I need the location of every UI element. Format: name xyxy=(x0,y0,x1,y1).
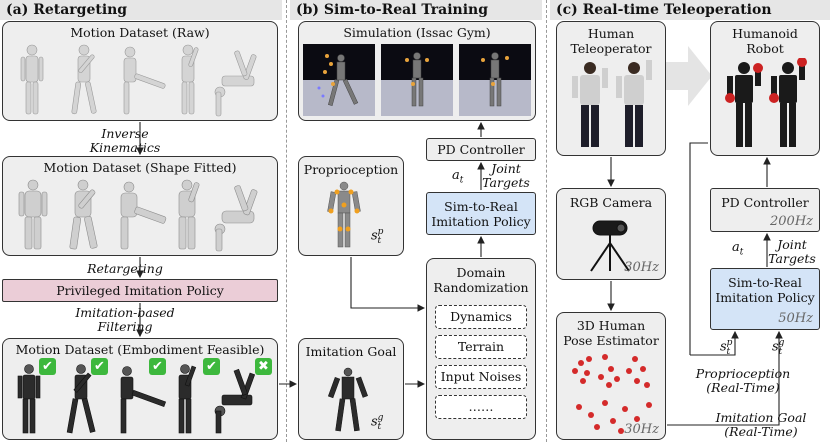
policy-line1-real: Sim-to-Real xyxy=(728,275,802,290)
domain-randomization-line2: Randomization xyxy=(433,280,529,295)
robot-figures xyxy=(17,364,256,434)
goal-symbol-sim: sgt xyxy=(371,413,384,432)
infeasible-cross-icon: ✖ xyxy=(255,358,272,375)
pose-keypoints xyxy=(572,354,652,434)
joint-targets-label-sim: Joint Targets xyxy=(476,162,536,190)
section-divider xyxy=(286,0,287,442)
pose-estimator-frequency: 30Hz xyxy=(624,422,659,437)
humanoid-robot-line2: Robot xyxy=(746,41,784,56)
imitation-goal-box-sim: Imitation Goal sgt xyxy=(298,338,404,440)
proprio-symbol-real: spt xyxy=(720,338,733,357)
human-teleoperator-line1: Human xyxy=(587,26,635,41)
joint-line2-real: Targets xyxy=(768,251,816,266)
sim2real-policy-box-real: Sim-to-Real Imitation Policy 50Hz xyxy=(710,268,820,330)
humanoid-robot-box: Humanoid Robot xyxy=(710,21,820,156)
pose-estimator-line2: Pose Estimator xyxy=(563,333,659,348)
joint-line1-real: Joint xyxy=(777,237,807,252)
motion-dataset-raw-title: Motion Dataset (Raw) xyxy=(70,25,210,40)
pose-estimator-line1: 3D Human xyxy=(576,318,646,333)
section-header-sim2real: (b) Sim-to-Real Training xyxy=(290,0,542,20)
dr-item-ellipsis: …… xyxy=(435,395,527,419)
humanoid-robot-photo xyxy=(725,58,807,147)
rgb-camera-title: RGB Camera xyxy=(569,195,653,210)
sim2real-policy-box-train: Sim-to-Real Imitation Policy xyxy=(426,192,536,235)
proprioception-title-sim: Proprioception xyxy=(303,162,399,177)
section-header-teleop: (c) Real-time Teleoperation xyxy=(550,0,830,20)
big-gray-arrow xyxy=(666,46,712,106)
raw-human-figures xyxy=(20,44,257,117)
pd-controller-title-real: PD Controller xyxy=(721,195,809,210)
pd-controller-box-real: PD Controller 200Hz xyxy=(710,188,820,232)
action-symbol-real: at xyxy=(732,240,744,258)
humanoid-robot-line1: Humanoid xyxy=(732,26,798,41)
feasible-check-icon: ✔ xyxy=(39,358,56,375)
dr-item-dynamics: Dynamics xyxy=(435,305,527,329)
policy-line2-train: Imitation Policy xyxy=(431,214,531,229)
pd-controller-frequency: 200Hz xyxy=(770,214,813,229)
policy-frequency: 50Hz xyxy=(778,311,813,326)
goal-line2-real: (Real-Time) xyxy=(724,424,798,439)
policy-line1-train: Sim-to-Real xyxy=(444,199,518,214)
section-header-retargeting: (a) Retargeting xyxy=(0,0,282,20)
proprio-line1-real: Proprioception xyxy=(695,366,791,381)
policy-line2-real: Imitation Policy xyxy=(715,290,815,305)
motion-dataset-fitted-box: Motion Dataset (Shape Fitted) xyxy=(2,156,278,256)
pd-controller-title-sim: PD Controller xyxy=(437,142,525,157)
rgb-camera-box: RGB Camera 30Hz xyxy=(556,188,666,280)
fitted-human-figures xyxy=(18,179,258,252)
simulation-box: Simulation (Issac Gym) xyxy=(298,21,536,121)
domain-randomization-line1: Domain xyxy=(456,265,506,280)
proprio-line2-real: (Real-Time) xyxy=(706,380,780,395)
privileged-imitation-policy-title: Privileged Imitation Policy xyxy=(56,283,224,298)
simulation-title: Simulation (Issac Gym) xyxy=(343,25,491,40)
motion-dataset-raw-box: Motion Dataset (Raw) xyxy=(2,21,278,121)
proprio-symbol-sim: spt xyxy=(371,227,384,246)
feasible-check-icon: ✔ xyxy=(149,358,166,375)
human-teleoperator-line2: Teleoperator xyxy=(570,41,652,56)
action-symbol-sim: at xyxy=(452,168,464,186)
goal-line1-real: Imitation Goal xyxy=(715,410,807,425)
pose-estimator-box: 3D Human Pose Estimator 30Hz xyxy=(556,312,666,440)
filter-line1: Imitation-based xyxy=(75,305,175,320)
feasible-check-icon: ✔ xyxy=(203,358,220,375)
joint-line1-sim: Joint xyxy=(491,161,521,176)
section-divider xyxy=(546,0,547,442)
imitation-goal-robot xyxy=(327,367,368,432)
simulation-screenshots xyxy=(303,44,531,116)
proprioception-box-sim: Proprioception spt xyxy=(298,156,404,256)
domain-randomization-box: Domain Randomization Dynamics Terrain In… xyxy=(426,258,536,440)
dr-item-terrain: Terrain xyxy=(435,335,527,359)
motion-dataset-feasible-title: Motion Dataset (Embodiment Feasible) xyxy=(15,342,265,357)
camera-frequency: 30Hz xyxy=(624,260,659,275)
privileged-imitation-policy-box: Privileged Imitation Policy xyxy=(2,279,278,302)
dr-item-input-noises: Input Noises xyxy=(435,365,527,389)
joint-targets-label-real: Joint Targets xyxy=(762,238,822,266)
camera-icon xyxy=(590,220,630,272)
retargeting-label: Retargeting xyxy=(87,261,163,276)
motion-dataset-fitted-title: Motion Dataset (Shape Fitted) xyxy=(43,160,237,175)
joint-line2-sim: Targets xyxy=(482,175,530,190)
human-teleoperator-box: Human Teleoperator xyxy=(556,21,666,156)
imitation-goal-realtime-label: Imitation Goal (Real-Time) xyxy=(706,411,816,439)
ik-line1: Inverse xyxy=(101,126,149,141)
proprioception-realtime-label: Proprioception (Real-Time) xyxy=(688,367,798,395)
goal-symbol-real: sgt xyxy=(772,338,785,357)
motion-dataset-feasible-box: Motion Dataset (Embodiment Feasible) ✔ ✔… xyxy=(2,338,278,440)
teleoperator-photo xyxy=(572,60,652,147)
proprioception-robot xyxy=(327,181,361,248)
feasible-check-icon: ✔ xyxy=(91,358,108,375)
imitation-goal-title-sim: Imitation Goal xyxy=(305,344,397,359)
pd-controller-box-sim: PD Controller xyxy=(426,138,536,161)
